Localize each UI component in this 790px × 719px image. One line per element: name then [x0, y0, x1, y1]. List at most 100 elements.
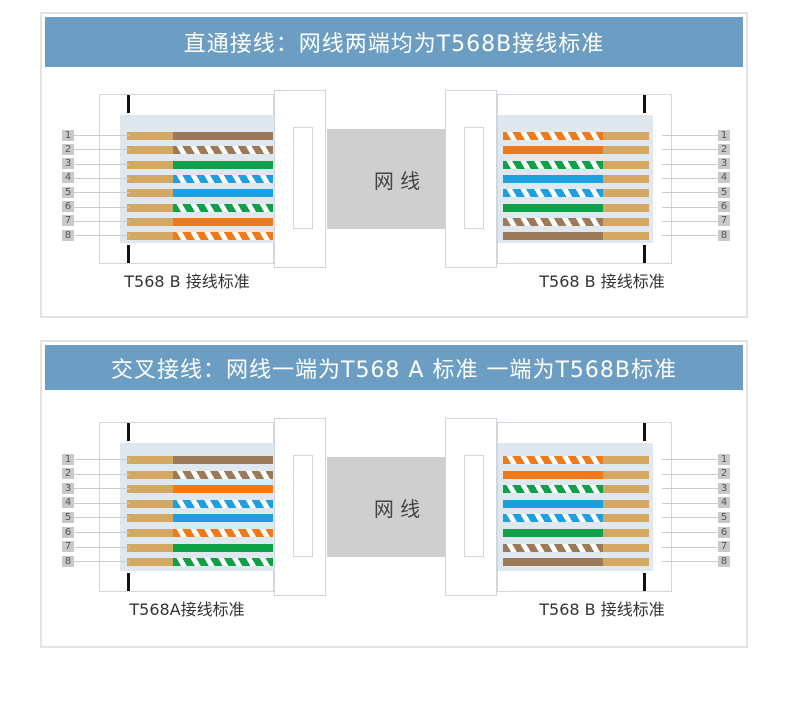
pin-number: 1 — [718, 453, 730, 465]
right-standard-label: T568 B 接线标准 — [539, 272, 665, 291]
gold-contact — [127, 160, 173, 169]
pin-number: 5 — [62, 186, 74, 198]
latch-mark — [643, 573, 646, 591]
striped-wire — [173, 558, 273, 567]
gold-contact — [603, 189, 649, 198]
striped-wire — [503, 217, 603, 226]
pin-lead-line — [662, 135, 718, 136]
pin-number: 8 — [62, 229, 74, 241]
gold-contact — [127, 485, 173, 494]
gold-contact — [127, 514, 173, 523]
solid-wire — [503, 203, 603, 212]
pin-lead-line — [74, 546, 130, 548]
cable: 网 线 — [327, 129, 467, 229]
pin-lead-line — [74, 220, 130, 222]
gold-contact — [603, 203, 649, 212]
solid-wire — [173, 485, 273, 494]
pin-lead-line — [662, 206, 718, 208]
striped-wire — [173, 529, 273, 537]
pin-lead-line — [662, 163, 718, 165]
solid-wire — [503, 470, 603, 479]
pin-lead-line — [662, 517, 718, 519]
gold-contact — [603, 160, 649, 169]
gold-contact — [127, 543, 173, 552]
solid-wire — [173, 514, 273, 523]
gold-contact — [127, 232, 173, 241]
left-connector — [99, 94, 275, 264]
cable: 网 线 — [327, 457, 467, 557]
pin-number: 3 — [62, 158, 74, 170]
pin-number: 5 — [62, 511, 74, 523]
panel-title: 直通接线：网线两端均为T568B接线标准 — [45, 17, 743, 67]
pin-lead-line — [662, 546, 718, 548]
left-standard-label: T568 B 接线标准 — [124, 272, 250, 291]
pin-lead-line — [662, 561, 718, 563]
pin-number: 8 — [62, 555, 74, 567]
pin-number: 1 — [62, 453, 74, 465]
pin-lead-line — [74, 163, 130, 165]
pin-number: 7 — [62, 215, 74, 227]
pin-lead-line — [74, 517, 130, 519]
pin-lead-line — [74, 192, 130, 194]
gold-contact — [603, 558, 649, 567]
pin-lead-line — [662, 149, 718, 151]
pin-number: 7 — [718, 541, 730, 553]
gold-contact — [603, 485, 649, 494]
latch-mark — [643, 245, 646, 263]
gold-contact — [603, 543, 649, 552]
right-plug-housing — [445, 90, 497, 268]
pin-number: 3 — [62, 482, 74, 494]
pin-number: 6 — [62, 201, 74, 212]
gold-contact — [603, 146, 649, 155]
pin-number: 8 — [718, 555, 730, 567]
pin-number: 5 — [718, 186, 730, 198]
crossover-panel: 交叉接线：网线一端为T568 A 标准 一端为T568B标准 网 线 T568A… — [40, 340, 748, 648]
solid-wire — [503, 174, 603, 183]
pin-number: 2 — [62, 468, 74, 480]
pin-lead-line — [662, 220, 718, 222]
pin-number: 7 — [62, 541, 74, 553]
gold-contact — [603, 174, 649, 183]
pin-number: 2 — [718, 143, 730, 155]
gold-contact — [603, 529, 649, 537]
solid-wire — [173, 543, 273, 552]
pin-lead-line — [74, 561, 130, 563]
striped-wire — [173, 499, 273, 508]
gold-contact — [127, 456, 173, 464]
striped-wire — [173, 146, 273, 155]
pin-lead-line — [662, 502, 718, 504]
left-plug-housing — [274, 418, 326, 596]
gold-contact — [603, 470, 649, 479]
latch-mark — [127, 95, 130, 113]
solid-wire — [173, 456, 273, 464]
right-standard-label: T568 B 接线标准 — [539, 600, 665, 619]
left-standard-label: T568A接线标准 — [129, 600, 245, 619]
pin-lead-line — [662, 459, 718, 460]
latch-mark — [643, 423, 646, 441]
gold-contact — [127, 146, 173, 155]
right-connector — [497, 94, 672, 264]
pin-lead-line — [74, 532, 130, 533]
striped-wire — [503, 132, 603, 140]
pin-number: 1 — [62, 129, 74, 141]
striped-wire — [503, 189, 603, 198]
gold-contact — [127, 470, 173, 479]
pin-number: 4 — [62, 172, 74, 184]
pin-lead-line — [662, 235, 718, 237]
pin-number: 2 — [62, 143, 74, 155]
pin-number: 8 — [718, 229, 730, 241]
pin-lead-line — [74, 206, 130, 208]
pin-lead-line — [74, 488, 130, 490]
pin-number: 3 — [718, 482, 730, 494]
pin-lead-line — [74, 177, 130, 179]
pin-number: 3 — [718, 158, 730, 170]
striped-wire — [503, 514, 603, 523]
striped-wire — [503, 456, 603, 464]
pin-number: 4 — [718, 172, 730, 184]
straight-through-panel: 直通接线：网线两端均为T568B接线标准 网 线 T568 B 接线标准 T56… — [40, 12, 748, 318]
pin-lead-line — [662, 177, 718, 179]
pin-number: 6 — [718, 526, 730, 538]
gold-contact — [127, 499, 173, 508]
right-connector — [497, 422, 672, 592]
striped-wire — [503, 160, 603, 169]
